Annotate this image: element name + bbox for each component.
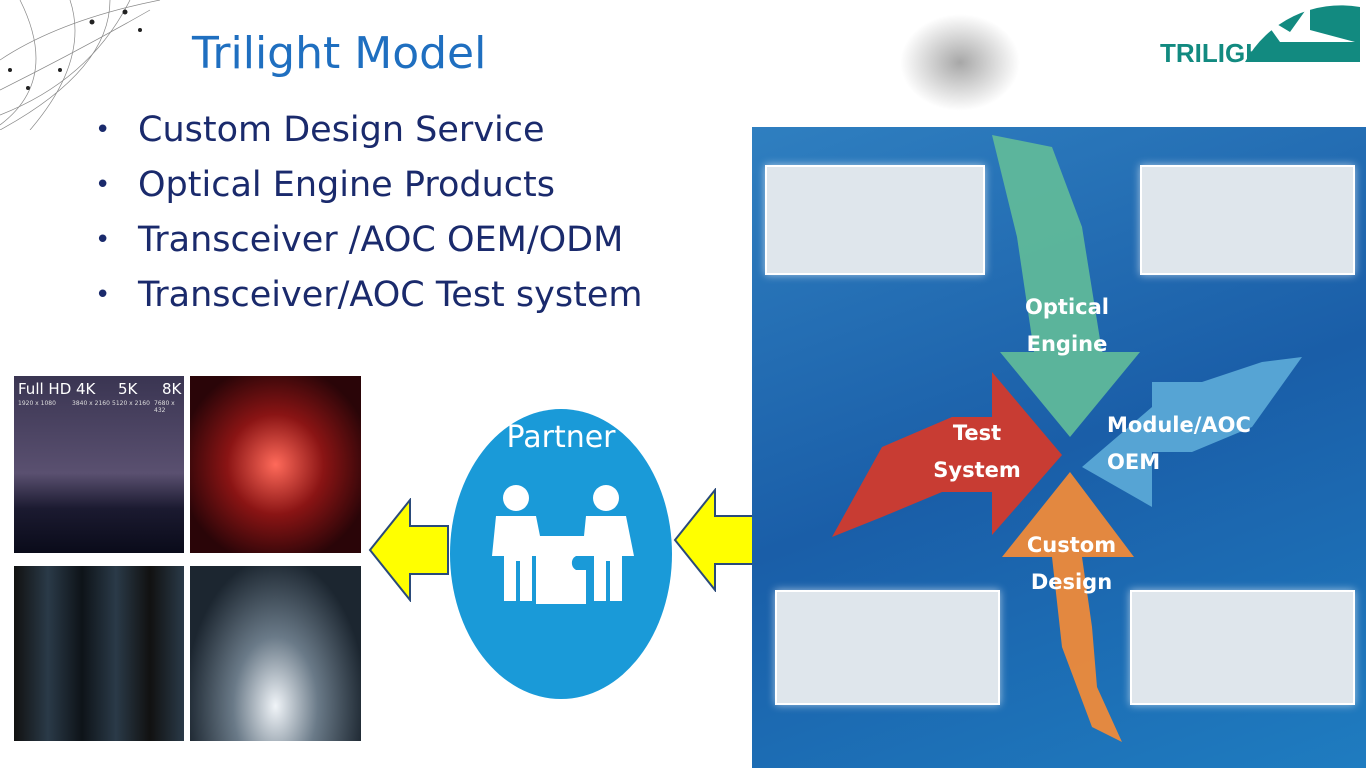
custom-design-label: Custom Design (1026, 533, 1117, 594)
bullet-item: •Optical Engine Products (95, 165, 555, 205)
optical-engine-label: Optical Engine (1025, 295, 1109, 356)
business-model-diagram: Optical Engine Test System Module/AOC OE… (752, 127, 1366, 768)
bullet-item: •Transceiver/AOC Test system (95, 275, 643, 315)
bullet-item: •Transceiver /AOC OEM/ODM (95, 220, 624, 260)
test-equipment-photo (1130, 590, 1355, 705)
optical-engine-arrow (992, 135, 1140, 437)
test-system-arrow (832, 372, 1062, 537)
partner-handshake-icon (492, 485, 634, 604)
slide-title: Trilight Model (192, 28, 487, 79)
partner-label: Partner (506, 420, 616, 455)
server-aisle-image (190, 566, 361, 741)
arrow-left-yellow-icon (368, 498, 449, 602)
module-aoc-label: Module/AOC OEM (1107, 413, 1251, 474)
arrow-left-yellow-icon (673, 488, 754, 592)
optical-engine-product-photo (765, 165, 985, 275)
test-system-label: Test System (933, 421, 1021, 482)
custom-design-arrow (1002, 472, 1134, 742)
resolution-cityscape-image: Full HD 1920 x 1080 4K 3840 x 2160 5K 51… (14, 376, 184, 553)
red-datacenter-image (190, 376, 361, 553)
bullet-list: •Custom Design Service •Optical Engine P… (95, 105, 642, 325)
transceiver-cable-product-photo (1140, 165, 1355, 275)
runner-particle-image (895, 10, 1025, 115)
server-rack-image (14, 566, 184, 741)
module-aoc-arrow (1082, 357, 1302, 507)
lab-facility-photo (775, 590, 1000, 705)
logo-sunburst-icon (1245, 4, 1360, 63)
bullet-item: •Custom Design Service (95, 110, 545, 150)
partner-circle (450, 409, 672, 699)
network-globe-decoration (0, 0, 161, 130)
trilight-logo: TRILIGHT (1160, 2, 1366, 70)
